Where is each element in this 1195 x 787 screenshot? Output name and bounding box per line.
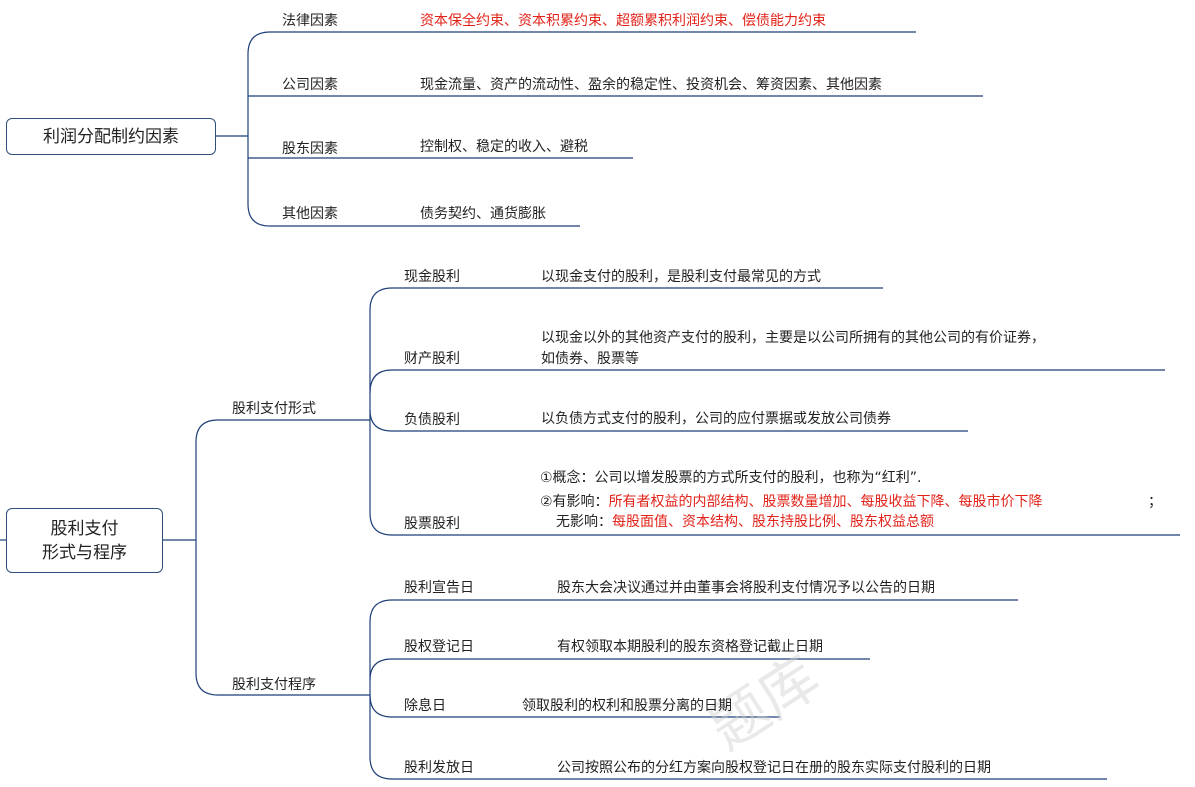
form-label-stock: 股票股利 <box>404 516 460 532</box>
proc-detail-exdividend: 领取股利的权利和股票分离的日期 <box>522 698 732 714</box>
branch-label-other: 其他因素 <box>282 206 338 222</box>
node-dividend-procedure: 股利支付程序 <box>232 677 316 693</box>
branch-detail-company: 现金流量、资产的流动性、盈余的稳定性、投资机会、筹资因素、其他因素 <box>420 77 882 93</box>
form-label-property: 财产股利 <box>404 351 460 367</box>
unaffected-prefix: 无影响： <box>556 514 612 530</box>
connector-bracket-procedure <box>369 599 393 780</box>
branch-detail-legal: 资本保全约束、资本积累约束、超额累积利润约束、偿债能力约束 <box>420 13 826 29</box>
branch-detail-shareholder: 控制权、稳定的收入、避税 <box>420 139 588 155</box>
form-detail-stock-affected: ②有影响：所有者权益的内部结构、股票数量增加、每股收益下降、每股市价下降 <box>540 493 1043 511</box>
form-detail-property-line1: 以现金以外的其他资产支付的股利，主要是以公司所拥有的其他公司的有价证券， <box>541 330 1045 346</box>
connector-proc-exdiv <box>369 694 393 718</box>
connector-proc-register <box>369 658 393 681</box>
form-label-debt: 负债股利 <box>404 412 460 428</box>
branch-detail-other: 债务契约、通货膨胀 <box>420 206 546 222</box>
unaffected-items: 每股面值、资本结构、股东持股比例、股东权益总额 <box>612 514 934 530</box>
form-detail-debt: 以负债方式支付的股利，公司的应付票据或发放公司债券 <box>541 411 891 427</box>
root-node-dividend: 股利支付 形式与程序 <box>6 508 163 573</box>
form-detail-property-line2: 如债券、股票等 <box>541 351 639 367</box>
affected-suffix: ； <box>1148 494 1162 510</box>
proc-label-payment: 股利发放日 <box>404 760 474 776</box>
affected-prefix: ②有影响： <box>540 494 609 510</box>
form-detail-stock-concept: ①概念：公司以增发股票的方式所支付的股利，也称为“红利”. <box>540 470 922 486</box>
connector-forms-property <box>369 369 393 394</box>
branch-label-legal: 法律因素 <box>282 13 338 29</box>
form-detail-cash: 以现金支付的股利，是股利支付最常见的方式 <box>541 269 821 285</box>
branch-label-shareholder: 股东因素 <box>282 141 338 157</box>
affected-items: 所有者权益的内部结构、股票数量增加、每股收益下降、每股市价下降 <box>608 494 1043 510</box>
proc-label-declare: 股利宣告日 <box>404 580 474 596</box>
proc-label-register: 股权登记日 <box>404 639 474 655</box>
root-node-profit-constraints: 利润分配制约因素 <box>6 118 216 155</box>
root-label-line1: 股利支付 <box>50 518 119 539</box>
connector-bracket-map1 <box>247 31 271 227</box>
form-detail-stock-unaffected: 无影响：每股面值、资本结构、股东持股比例、股东权益总额 <box>556 513 934 531</box>
proc-detail-register: 有权领取本期股利的股东资格登记截止日期 <box>557 639 823 655</box>
root-label: 利润分配制约因素 <box>43 126 179 147</box>
proc-detail-payment: 公司按照公布的分红方案向股权登记日在册的股东实际支付股利的日期 <box>557 760 991 776</box>
root-label-line2: 形式与程序 <box>42 542 127 563</box>
branch-label-company: 公司因素 <box>282 77 338 93</box>
connector-bracket-map2 <box>195 419 219 696</box>
proc-detail-declare: 股东大会决议通过并由董事会将股利支付情况予以公告的日期 <box>557 580 935 596</box>
connector-forms-debt <box>369 409 393 432</box>
node-dividend-forms: 股利支付形式 <box>232 401 316 417</box>
connector-bracket-forms <box>369 287 393 536</box>
proc-label-exdividend: 除息日 <box>404 698 446 714</box>
form-label-cash: 现金股利 <box>404 269 460 285</box>
